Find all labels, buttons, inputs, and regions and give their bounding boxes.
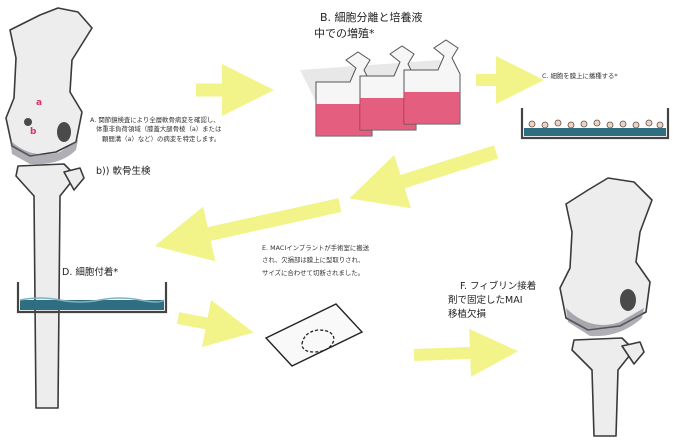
cell-membrane-dish-icon — [520, 108, 670, 140]
knee-joint-icon — [5, 7, 93, 409]
step-e-line-3: サイズに合わせて切断されました。 — [262, 268, 365, 277]
step-e-text: E. MACIインプラントが手術室に搬送 され、欠損部は膜上に型取りされ、 サイ… — [262, 244, 369, 278]
culture-flask-icon — [300, 39, 461, 137]
membrane-implant-icon — [264, 303, 364, 367]
knee-joint-icon — [559, 177, 653, 437]
label-b: b — [30, 127, 37, 137]
step-a-subtitle: b)) 軟骨生検 — [96, 166, 151, 177]
step-e-line-2: され、欠損部は膜上に型取りされ、 — [262, 256, 365, 265]
step-e-line-1: E. MACIインプラントが手術室に搬送 — [262, 244, 370, 252]
step-f-line-3: 移植欠損 — [448, 308, 487, 320]
step-a-line-3: 顆間溝（a）など）の病変を特定します。 — [102, 134, 221, 143]
step-b-title: B. 細胞分離と培養液 中での増殖* — [314, 10, 423, 42]
step-c-text: C. 細胞を膜上に播種する* — [542, 72, 618, 80]
step-a-line-2: 体重非負荷領域（膝蓋大腿骨棱（a）または — [96, 125, 222, 134]
flow-arrow-icon — [349, 145, 499, 209]
step-b-line-1: B. 細胞分離と培養液 — [320, 11, 423, 24]
flow-arrow-icon — [413, 328, 518, 377]
step-a-line-1: A. 関節鏡検査により全層軟骨病変を確認し、 — [90, 116, 220, 124]
step-f-line-1: F. フィブリン接着 — [460, 281, 537, 292]
flow-arrow-icon — [154, 198, 342, 262]
step-f-line-2: 剤で固定したMAI — [448, 294, 523, 306]
cell-membrane-dish-icon — [16, 282, 168, 314]
step-a-text: A. 関節鏡検査により全層軟骨病変を確認し、 体重非負荷領域（膝蓋大腿骨棱（a）… — [90, 116, 221, 144]
label-a: a — [36, 98, 43, 108]
step-f-text: F. フィブリン接着 剤で固定したMAI 移植欠損 — [448, 280, 536, 321]
flow-arrow-icon — [176, 299, 254, 348]
step-d-text: D. 細胞付着* — [62, 267, 119, 278]
step-b-line-2: 中での増殖* — [314, 26, 375, 40]
